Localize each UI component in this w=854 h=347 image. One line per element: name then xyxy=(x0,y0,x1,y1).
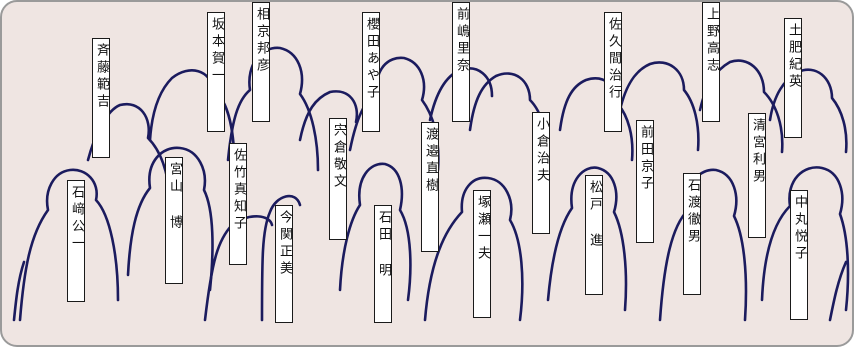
name-tag-ueno-takashi: 上野高志 xyxy=(702,2,720,122)
name-tag-nakamaru-etsuko: 中丸悦子 xyxy=(790,190,808,320)
name-tag-ogura-haruo: 小倉治夫 xyxy=(532,112,550,234)
name-tag-maeda-kyoko: 前田京子 xyxy=(636,120,654,243)
name-tag-ishizaki-koichi: 石﨑公一 xyxy=(67,180,85,302)
name-tag-aikyo-kunihiko: 相京邦彦 xyxy=(252,2,270,122)
name-tag-sakurada-ayako: 櫻田あや子 xyxy=(362,12,380,132)
name-tag-ishiwata-tetsuo: 石渡徹男 xyxy=(683,173,701,295)
name-tag-satake-machiko: 佐竹真知子 xyxy=(229,143,247,265)
name-tag-saito-norikichi: 斉藤範吉 xyxy=(92,38,110,158)
name-tag-matsudo-susumu: 松戸 進 xyxy=(585,175,603,295)
name-tag-maejima-rina: 前嶋里奈 xyxy=(452,2,470,122)
name-tag-miyayama-hiroshi: 宮山 博 xyxy=(165,157,183,284)
name-tag-shishikura-keibun: 宍倉敬文 xyxy=(329,118,347,240)
name-tag-tsukase-kazuo: 塚瀬一夫 xyxy=(473,190,491,318)
name-tag-seimiya-toshio: 清宮利男 xyxy=(748,113,766,238)
name-tag-imazeki-masami: 今関正美 xyxy=(275,205,293,323)
name-tag-watanabe-naoki: 渡邉直樹 xyxy=(421,122,439,252)
name-tag-dohi-norihide: 土肥紀英 xyxy=(784,18,802,138)
name-tag-sakuma-haruyuki: 佐久間治行 xyxy=(604,12,622,132)
name-tag-ishida-akira: 石田 明 xyxy=(374,205,392,323)
name-tag-sakamoto-gaichi: 坂本賀一 xyxy=(207,12,225,132)
